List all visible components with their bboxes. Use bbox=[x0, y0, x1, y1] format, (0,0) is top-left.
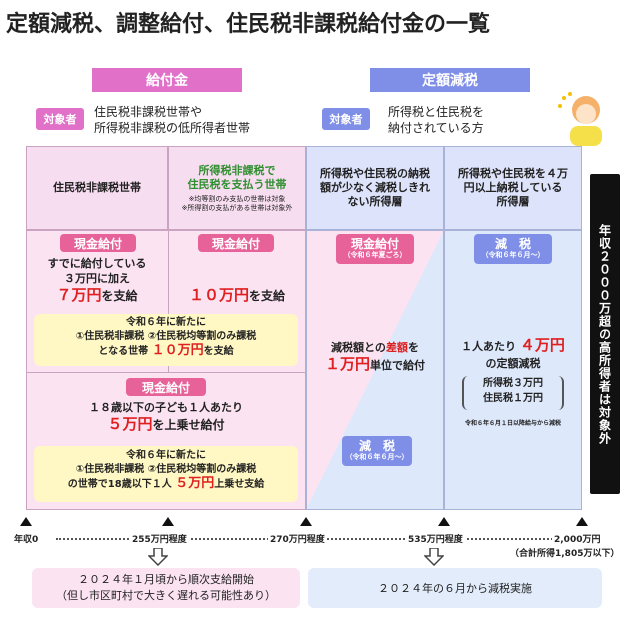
cash-benefit-badge-2: 現金給付 bbox=[198, 234, 274, 252]
divider-left bbox=[26, 372, 306, 373]
cash-benefit-badge-3: 現金給付 bbox=[126, 378, 206, 396]
target-desc-left: 住民税非課税世帯や 所得税非課税の低所得者世帯 bbox=[94, 105, 251, 135]
tick-marker-2 bbox=[300, 517, 312, 526]
tax-cut-badge-middle: 減 税 （令和６年６月～） bbox=[342, 436, 412, 466]
tick-label-3: 535万円程度 bbox=[406, 532, 465, 545]
new-household-box-1: 令和６年に新たに ①住民税非課税 ②住民税均等割のみ課税 となる世帯 １０万円を… bbox=[34, 314, 298, 366]
tick-label-4: 2,000万円 bbox=[552, 532, 601, 545]
benefit-1-text: すでに給付している ３万円に加え ７万円を支給 bbox=[47, 257, 147, 304]
col1-head: 住民税非課税世帯 bbox=[53, 181, 141, 194]
tick-marker-1 bbox=[162, 517, 174, 526]
header-tax-cut: 定額減税 bbox=[370, 68, 530, 92]
new-household-box-2: 令和６年に新たに ①住民税非課税 ②住民税均等割のみ課税 の世帯で18歳以下１人… bbox=[34, 446, 298, 502]
panel-right-body bbox=[444, 230, 582, 510]
benefit-2-text: １０万円を支給 bbox=[188, 286, 286, 304]
benefit-schedule-box: ２０２４年１月頃から順次支給開始 （但し市区町村で大きく遅れる可能性あり） bbox=[32, 568, 300, 608]
header-benefit: 給付金 bbox=[92, 68, 242, 92]
page-title: 定額減税、調整給付、住民税非課税給付金の一覧 bbox=[6, 12, 491, 37]
tax-cut-schedule-box: ２０２４年の６月から減税実施 bbox=[308, 568, 602, 608]
salary-deduction-note: 令和６年６月１日以降給与から減税 bbox=[464, 420, 561, 427]
target-desc-right: 所得税と住民税を 納付されている方 bbox=[388, 105, 485, 135]
tick-marker-4 bbox=[576, 517, 588, 526]
tick-label-4-note: （合計所得1,805万以下） bbox=[510, 549, 620, 559]
tick-marker-3 bbox=[438, 517, 450, 526]
down-arrow-icon-right bbox=[424, 548, 444, 566]
tick-label-2: 270万円程度 bbox=[268, 532, 327, 545]
tick-label-0: 年収0 bbox=[14, 532, 41, 545]
flat-tax-cut-text: １人あたり ４万円 の定額減税 bbox=[461, 336, 565, 370]
divider-col12 bbox=[168, 230, 169, 372]
difference-benefit-text: 減税額との差額を １万円単位で給付 bbox=[324, 341, 425, 373]
target-tag-left: 対象者 bbox=[36, 108, 84, 130]
panel-col2-head bbox=[168, 146, 306, 230]
col3-head: 所得税や住民税の納税 額が少なく減税しきれ ない所得層 bbox=[320, 167, 430, 208]
cash-benefit-badge-4: 現金給付 （令和６年夏ごろ） bbox=[336, 234, 414, 264]
col4-head: 所得税や住民税を４万 円以上納税している 所得層 bbox=[458, 167, 568, 208]
child-benefit-text: １８歳以下の子ども１人あたり ５万円を上乗せ給付 bbox=[89, 401, 243, 433]
tax-breakdown: 所得税３万円 住民税１万円 bbox=[462, 376, 564, 410]
target-tag-right: 対象者 bbox=[322, 108, 370, 130]
cash-benefit-badge-1: 現金給付 bbox=[60, 234, 136, 252]
high-income-exclusion-label: 年収２０００万超の高所得者は対象外 bbox=[590, 174, 620, 494]
tick-marker-0 bbox=[20, 517, 32, 526]
panel-col3-head bbox=[306, 146, 444, 230]
tax-cut-badge-right: 減 税 （令和６年６月～） bbox=[474, 234, 552, 264]
panel-col1-head bbox=[26, 146, 168, 230]
col2-head: 所得税非課税で 住民税を支払う世帯 ※均等割のみ支払の世帯は対象 ※所得割の支払… bbox=[181, 163, 293, 212]
down-arrow-icon-left bbox=[148, 548, 168, 566]
tick-label-1: 255万円程度 bbox=[130, 532, 189, 545]
panel-col4-head bbox=[444, 146, 582, 230]
person-illustration bbox=[558, 92, 602, 146]
